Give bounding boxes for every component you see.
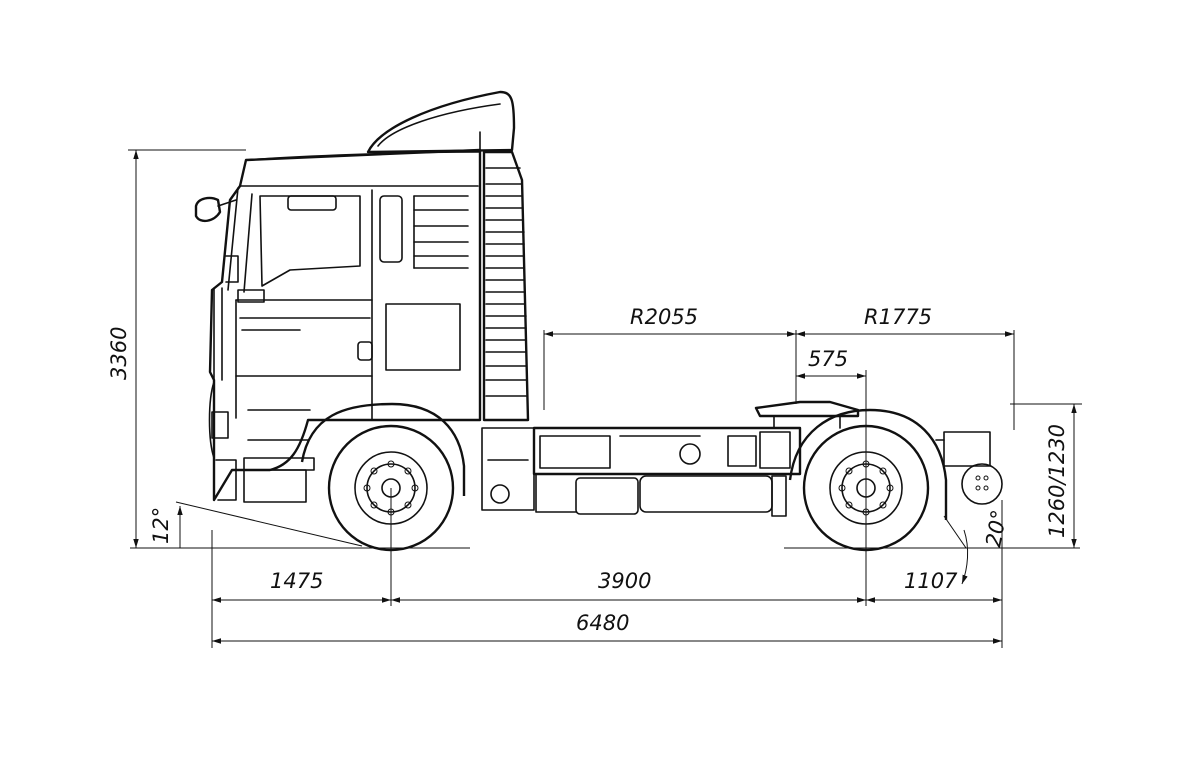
dimension-labels: 3360 1260/1230 1475 3900 1107 6480 R2055… [107, 305, 1069, 635]
front-swing-radius-label: R2055 [630, 305, 698, 329]
rear-swing-radius-label: R1775 [864, 305, 932, 329]
air-intake [482, 150, 530, 422]
rear-fender [788, 408, 948, 520]
rear-overhang-label: 1107 [904, 569, 958, 593]
front-overhang-label: 1475 [270, 569, 323, 593]
chassis-frame [481, 426, 802, 517]
wheelbase-label: 3900 [598, 569, 651, 593]
front-fender [300, 402, 466, 496]
overall-height-label: 3360 [107, 327, 131, 380]
fifth-wheel-offset-label: 575 [808, 347, 848, 371]
truck-outline [194, 90, 1003, 552]
cab [194, 148, 482, 503]
approach-angle-label: 12° [149, 507, 173, 544]
roof-deflector [366, 90, 516, 154]
overall-length-label: 6480 [576, 611, 629, 635]
rear-frame-end [935, 431, 1003, 505]
fifth-wheel [754, 400, 860, 429]
departure-angle-label: 20° [981, 508, 1011, 549]
dimension-lines [128, 149, 1082, 648]
fifth-wheel-height-label: 1260/1230 [1045, 424, 1069, 538]
